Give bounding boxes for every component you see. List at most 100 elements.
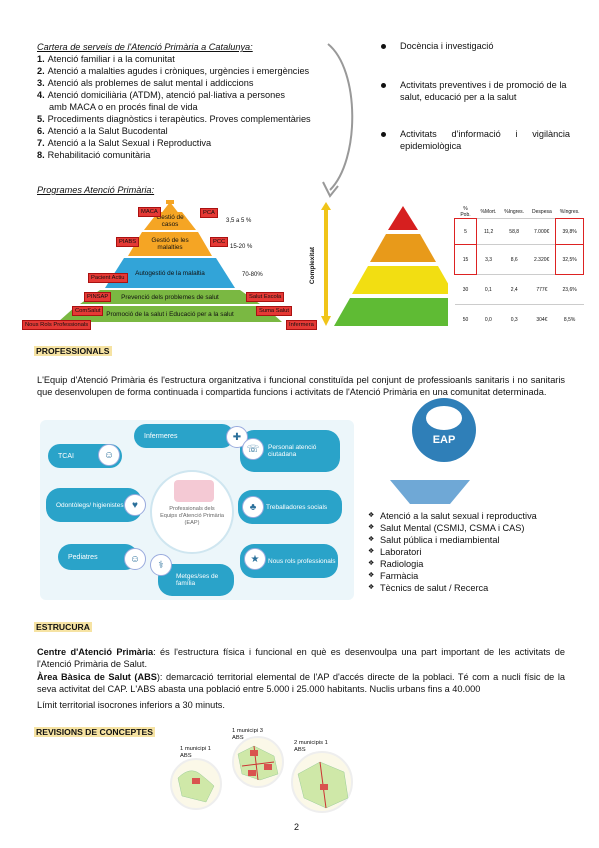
eap-list-item: Farmàcia xyxy=(368,570,537,582)
professionals-paragraph: L'Equip d'Atenció Primària és l'estructu… xyxy=(37,375,565,397)
professionals-diagram: TCAI Infermeres Personal atenció ciutada… xyxy=(40,420,354,600)
eap-list-item: Salut pública i mediambiental xyxy=(368,534,537,546)
page-number: 2 xyxy=(294,822,300,832)
program-tag: Pacient Actiu xyxy=(88,273,128,283)
program-tag: PINSAP xyxy=(84,292,112,302)
program-tag: PCC xyxy=(210,237,229,247)
cartera-item: 3.Atenció als problemes de salut mental … xyxy=(37,77,337,89)
stats-cell: 58,8 xyxy=(509,228,520,235)
cartera-item-number: 4. xyxy=(37,90,45,100)
program-tag: Nous Rols Professionals xyxy=(22,320,92,330)
cartera-item-text: Atenció a la Salut Bucodental xyxy=(47,126,168,136)
cartera-item-number: 1. xyxy=(37,54,45,64)
stats-cell: 7.000€ xyxy=(534,228,550,235)
cartera-item-text: Atenció domiciliària (ATDM), atenció pal… xyxy=(47,90,285,100)
arrow-down-icon xyxy=(390,480,470,504)
program-tag: PIABS xyxy=(116,237,140,247)
eap-label: EAP xyxy=(432,434,456,446)
program-tag: Infermera xyxy=(286,320,317,330)
cartera-item-number: 5. xyxy=(37,114,45,124)
program-tag: Suma Salut xyxy=(256,306,292,316)
estructura-p2: Àrea Bàsica de Salut (ABS): demarcació t… xyxy=(37,671,565,695)
center-text: Professionals dels Equips d'Atenció Prim… xyxy=(160,506,224,526)
eap-list-item: Tècnics de salut / Recerca xyxy=(368,582,537,594)
abs-maps: 1 municipi 1 ABS 1 municipi 3 ABS 2 muni… xyxy=(170,726,370,822)
stats-cell: 2,4 xyxy=(510,286,518,293)
layer-label: Gestió de casos xyxy=(156,214,184,228)
stats-row: 5 11,2 58,8 7.000€ 39,8% xyxy=(454,218,584,245)
stats-cell: 30 xyxy=(462,286,469,293)
eap-list-item: Salut Mental (CSMIJ, CSMA i CAS) xyxy=(368,522,537,534)
tcai-icon: ☺ xyxy=(98,444,120,466)
estructura-heading: ESTRUCURA xyxy=(34,622,92,632)
center-circle: Professionals dels Equips d'Atenció Prim… xyxy=(150,470,234,554)
dentist-icon: ♥ xyxy=(124,494,146,516)
cartera-item: 4.Atenció domiciliària (ATDM), atenció p… xyxy=(37,89,337,101)
team-illustration-icon xyxy=(174,480,214,502)
program-tag: MACA xyxy=(138,207,161,217)
pediatrician-icon: ☺ xyxy=(124,548,146,570)
cap-definition: : és l'estructura física i funcional en … xyxy=(37,647,565,669)
cartera-item-number: 2. xyxy=(37,66,45,76)
eap-support-list: Atenció a la salut sexual i reproductiva… xyxy=(368,510,537,594)
bullet xyxy=(381,132,386,137)
stats-cell: 32,5% xyxy=(555,244,584,275)
stats-header-cell: %Mort. xyxy=(480,209,497,215)
cartera-item-number: 6. xyxy=(37,126,45,136)
bullet xyxy=(381,83,386,88)
doctor-icon: ⚕ xyxy=(150,554,172,576)
stats-cell: 3,3 xyxy=(485,256,493,263)
eap-logo: EAP xyxy=(412,398,476,462)
cartera-title: Cartera de serveis de l'Atenció Primària… xyxy=(37,42,253,52)
arc-arrow-icon xyxy=(322,43,354,198)
cartera-item: 5.Procediments diagnòstics i terapèutics… xyxy=(37,113,337,125)
stats-header-cell: % Pob. xyxy=(460,206,471,218)
cartera-item: amb MACA o en procés final de vida xyxy=(37,101,337,113)
layer-pct: 15-20 % xyxy=(230,244,253,250)
cartera-item-text: Atenció als problemes de salut mental i … xyxy=(47,78,254,88)
eap-list-item: Laboratori xyxy=(368,546,537,558)
program-tag: Salut Escola xyxy=(246,292,285,302)
stats-header-cell: %Ingres. xyxy=(559,209,580,215)
cartera-item-number: 7. xyxy=(37,138,45,148)
bullet xyxy=(381,44,386,49)
reception-icon: ☏ xyxy=(242,438,264,460)
stats-cell: 2.320€ xyxy=(534,256,550,263)
new-roles-icon: ★ xyxy=(244,548,266,570)
stats-cell: 39,8% xyxy=(555,218,584,245)
cartera-item-text: Rehabilitació comunitària xyxy=(47,150,151,160)
stats-cell: 8,6 xyxy=(510,256,518,263)
right-item-2: Activitats preventives i de promoció de … xyxy=(400,80,567,102)
eap-list-item: Atenció a la salut sexual i reproductiva xyxy=(368,510,537,522)
abs-definition: ): demarcació territorial elemental de l… xyxy=(37,672,565,694)
eap-list-item: Radiologia xyxy=(368,558,537,570)
estructura-p1: Centre d'Atenció Primària: és l'estructu… xyxy=(37,646,565,670)
social-worker-icon: ♣ xyxy=(242,496,264,518)
programs-pyramid: Gestió de casos Gestió de les malalties … xyxy=(20,200,320,330)
map-label: 2 municipis 1 ABS xyxy=(294,740,328,753)
cartera-item: 8.Rehabilitació comunitària xyxy=(37,149,337,161)
cartera-item-text: Atenció familiar i a la comunitat xyxy=(47,54,175,64)
cartera-item-text: Atenció a malalties agudes i cròniques, … xyxy=(47,66,310,76)
right-item-3: Activitats d'informació i vigilància epi… xyxy=(400,129,570,151)
stats-header-cell: %Ingres. xyxy=(504,209,525,215)
revisions-heading: REVISIONS DE CONCEPTES xyxy=(34,727,155,737)
cartera-item-text: Procediments diagnòstics i terapèutics. … xyxy=(47,114,311,124)
cartera-item: 6.Atenció a la Salut Bucodental xyxy=(37,125,337,137)
cartera-item-text: Atenció a la Salut Sexual i Reproductiva xyxy=(47,138,212,148)
layer-label: Promoció de la salut i Educació per a la… xyxy=(106,310,234,318)
layer-label: Prevenció dels problemes de salut xyxy=(121,293,219,301)
bubble-infermeres: Infermeres xyxy=(134,424,234,448)
layer-pct: 3,5 a 5 % xyxy=(226,218,252,224)
cartera-item-text: amb MACA o en procés final de vida xyxy=(49,102,198,112)
stats-cell: 5 xyxy=(454,218,477,245)
stats-cell: 11,2 xyxy=(483,228,494,235)
layer-label: Gestió de les malalties xyxy=(151,237,189,251)
program-tag: PCA xyxy=(200,208,218,218)
